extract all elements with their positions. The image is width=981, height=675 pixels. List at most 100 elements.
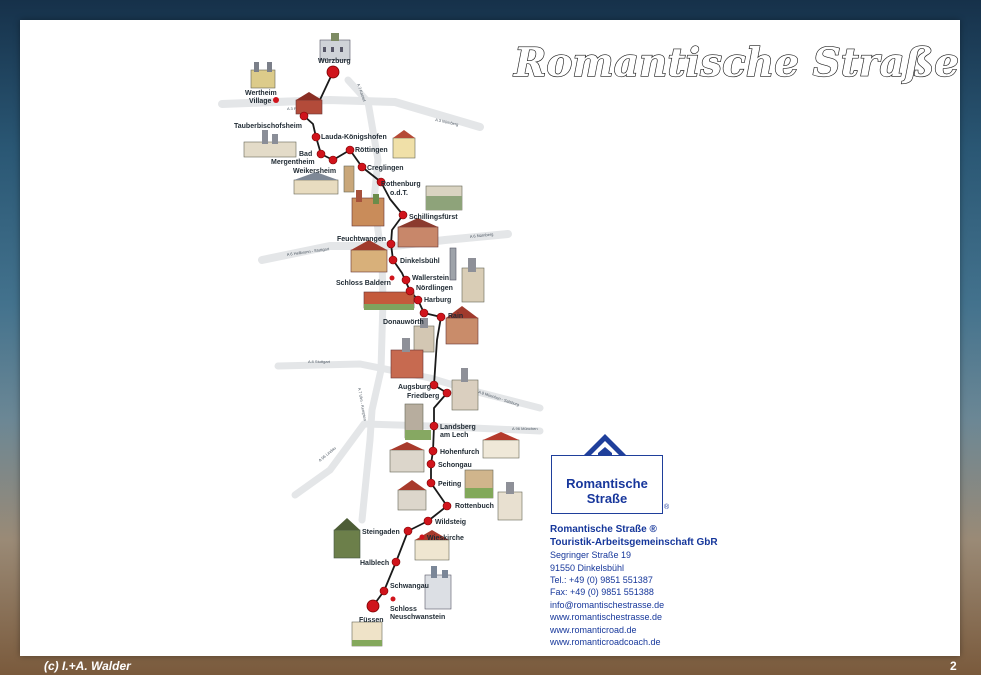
place-label: Wallerstein: [412, 275, 449, 282]
stop-steingaden[interactable]: [403, 526, 413, 536]
landmark-schloss-baldern-icon: [363, 291, 415, 310]
stop-rottenbuch[interactable]: [442, 501, 452, 511]
place-label: Weikersheim: [293, 168, 336, 175]
landmark-fuessen-icon: [351, 621, 383, 647]
place-label: Schwangau: [390, 583, 429, 590]
stop-wuerzburg[interactable]: [326, 65, 340, 79]
place-label: Creglingen: [367, 165, 404, 172]
stop-roettingen[interactable]: [345, 145, 355, 155]
stop-feuchtwangen[interactable]: [386, 239, 396, 249]
place-label: Halblech: [360, 560, 389, 567]
phone-number: Tel.: +49 (0) 9851 551387: [550, 575, 653, 585]
stop-augsburg[interactable]: [429, 380, 439, 390]
place-label: Donauwörth: [383, 319, 424, 326]
road-a7-south: [358, 366, 385, 524]
landmark-landsberg-icon: [404, 403, 431, 440]
place-label: Schloss Baldern: [336, 280, 391, 287]
place-label: Tauberbischofsheim: [234, 123, 302, 130]
stop-tauberbischofsheim[interactable]: [299, 111, 309, 121]
slide-title: Romantische Straße: [513, 40, 959, 86]
stop-weikersheim[interactable]: [328, 155, 338, 165]
place-label: o.d.T.: [390, 190, 408, 197]
place-label: Lauda-Königshofen: [321, 134, 387, 141]
place-label: Rottenbuch: [455, 503, 494, 510]
landmark-peiting-icon: [464, 469, 494, 499]
landmark-steingaden-icon: [333, 518, 361, 559]
logo-line-1: Romantische: [566, 476, 648, 491]
place-label: Feuchtwangen: [337, 236, 386, 243]
slide: [20, 20, 960, 656]
email-link[interactable]: info@romantischestrasse.de: [550, 599, 665, 610]
place-label: Wieskirche: [427, 535, 464, 542]
stop-rothenburg[interactable]: [376, 177, 386, 187]
place-labels: Würzburg Wertheim Village Tauberbischofs…: [234, 58, 494, 624]
landmark-illustrations: [243, 33, 523, 647]
place-label: Peiting: [438, 481, 461, 488]
address-street: Segringer Straße 19: [550, 550, 632, 561]
road-label: A 7 Ulm - Kempten: [357, 387, 368, 421]
stop-wertheim[interactable]: [273, 97, 279, 103]
stop-schillingsfuerst[interactable]: [398, 210, 408, 220]
place-label: Hohenfurch: [440, 449, 479, 456]
stop-halblech[interactable]: [391, 557, 401, 567]
place-label: Village: [249, 98, 272, 105]
org-subtitle: Touristik-Arbeitsgemeinschaft GbR: [550, 536, 718, 548]
place-label: Friedberg: [407, 393, 439, 400]
stop-neuschwanstein[interactable]: [390, 596, 396, 602]
landmark-creglingen-icon: [343, 165, 355, 193]
place-label: Mergentheim: [271, 159, 315, 166]
route-stops: [273, 65, 452, 613]
landmark-wallerstein-icon: [449, 247, 457, 281]
landmark-hohenfurch-icon: [482, 432, 520, 459]
org-name: Romantische Straße ®: [550, 524, 657, 535]
stop-peiting[interactable]: [426, 478, 436, 488]
stop-rain[interactable]: [436, 312, 446, 322]
stop-landsberg[interactable]: [429, 421, 439, 431]
stop-schwangau[interactable]: [379, 586, 389, 596]
road-label: A 8 Stuttgart: [308, 359, 331, 364]
page-number: 2: [950, 659, 957, 673]
place-label: Rain: [448, 313, 463, 320]
stop-schloss-baldern[interactable]: [389, 275, 395, 281]
landmark-augsburg-icon: [390, 338, 424, 379]
place-label: Steingaden: [362, 529, 400, 536]
stop-creglingen[interactable]: [357, 162, 367, 172]
landmark-schongau-icon: [389, 442, 425, 473]
stop-friedberg[interactable]: [442, 388, 452, 398]
stop-donauwoerth[interactable]: [419, 308, 429, 318]
stop-wildsteig[interactable]: [423, 516, 433, 526]
landmark-wertheim-icon: [250, 62, 276, 89]
road-label: A 6 Nürnberg: [470, 232, 494, 239]
stop-dinkelsbuehl[interactable]: [388, 255, 398, 265]
place-label: Füssen: [359, 617, 384, 624]
website-link[interactable]: www.romanticroad.de: [550, 624, 637, 635]
stop-wallerstein[interactable]: [401, 275, 411, 285]
stop-wieskirche[interactable]: [419, 534, 425, 540]
place-label: Bad: [299, 151, 312, 158]
landmark-wuerzburg-icon: [319, 33, 351, 61]
landmark-feuchtwangen-icon: [397, 218, 439, 248]
stop-harburg[interactable]: [413, 295, 423, 305]
road-label: A 6 Heilbronn - Stuttgart: [286, 246, 330, 257]
place-label: am Lech: [440, 432, 468, 439]
registered-mark: ®: [664, 504, 670, 511]
stop-fuessen[interactable]: [366, 599, 380, 613]
landmark-schillingsfuerst-icon: [425, 185, 463, 211]
landmark-rain-icon: [445, 306, 479, 345]
stop-hohenfurch[interactable]: [428, 446, 438, 456]
fax-number: Fax: +49 (0) 9851 551388: [550, 587, 654, 598]
road-label: A 7 Kassel: [356, 83, 367, 103]
landmark-tauberbischofsheim-icon: [295, 92, 323, 115]
address-city: 91550 Dinkelsbühl: [550, 562, 625, 573]
website-link[interactable]: www.romantischestrasse.de: [550, 612, 663, 623]
logo-wordmark: Romantische Straße: [552, 476, 662, 506]
landmark-dinkelsbuehl-icon: [350, 240, 388, 273]
website-link[interactable]: www.romanticroadcoach.de: [550, 637, 661, 648]
landmark-rottenbuch-icon: [497, 482, 523, 521]
stop-schongau[interactable]: [426, 459, 436, 469]
stop-bad-mergentheim[interactable]: [316, 149, 326, 159]
stop-lauda[interactable]: [311, 132, 321, 142]
stop-noerdlingen[interactable]: [405, 286, 415, 296]
road-a96-west: [291, 420, 368, 499]
